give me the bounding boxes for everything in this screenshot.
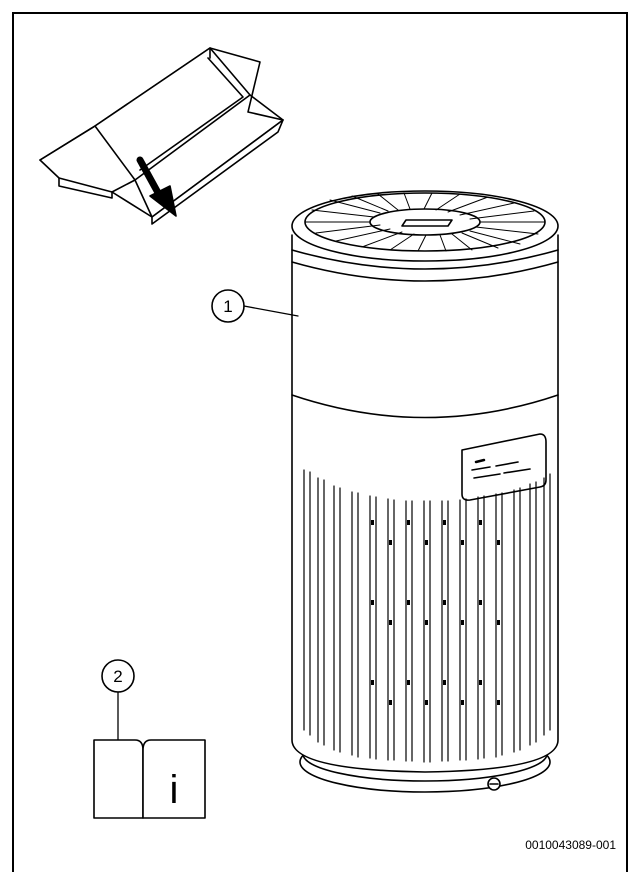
callout-2-number: 2 [113,667,122,686]
box-icon [39,47,284,225]
callout-2: 2 [101,659,135,749]
air-purifier-icon [291,190,559,793]
manual-icon: i [93,739,206,819]
callout-1-number: 1 [223,297,232,316]
reference-code: 0010043089-001 [525,838,616,852]
info-glyph: i [170,768,179,812]
arrow-icon [136,156,177,217]
grille-slats [303,469,551,763]
callout-1: 1 [211,289,299,323]
figure-frame [12,12,628,872]
